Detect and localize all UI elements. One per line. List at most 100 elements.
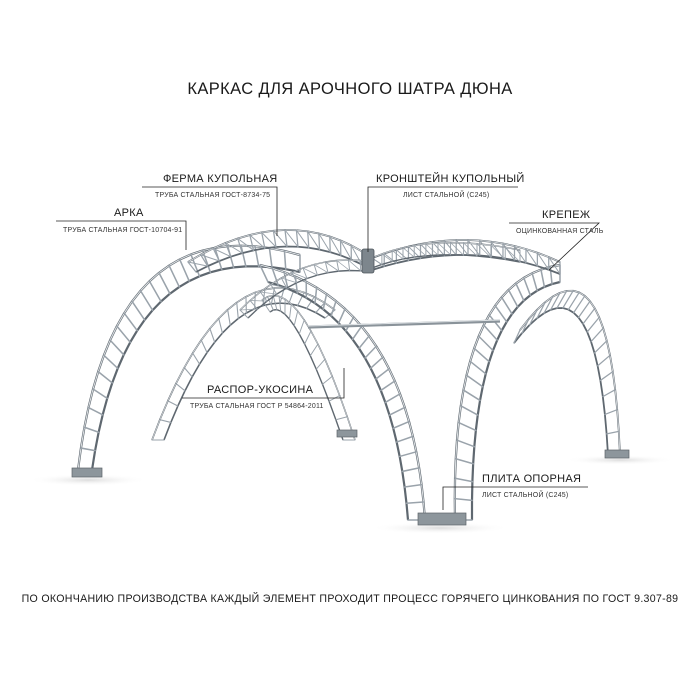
arch-front-left-web [375,368,390,380]
dome-truss-left-web [249,234,255,251]
arch-front-left-web [369,356,384,369]
dome-truss-front-web [270,284,288,289]
back-arch-inner-web [298,319,305,335]
arch-front-right-web [540,268,546,288]
arch-front-right-web [500,296,513,315]
back-arch-left-web [183,367,193,378]
dome-truss-left-web [318,232,321,251]
arch-left-web [139,290,154,312]
dome-truss-left-web [295,229,310,249]
leader-dome-bracket [367,186,518,252]
arch-right-web [536,301,546,319]
dome-truss-left-web [212,247,220,262]
arch-left-web [87,406,104,416]
back-arch-inner-web [288,303,292,320]
arch-front-right-web [494,304,508,323]
diagram-title: КАРКАС ДЛЯ АРОЧНОГО ШАТРА ДЮНА [187,80,513,98]
arch-left-web [268,247,273,269]
dome-truss-front-web [336,260,351,271]
arch-right-web [556,290,568,309]
dome-truss-back-web [425,243,439,256]
dome-truss-right-web [420,243,433,258]
arch-front-left-web [330,300,337,317]
leader-brace [182,368,345,399]
arch-right-web [572,295,586,314]
dome-truss-right-web [502,243,515,261]
arch-left-web [190,253,201,277]
truss-layer [76,229,621,521]
dome-truss-right-web [467,239,481,257]
arch-right-web [521,318,530,334]
dome-truss-right-web [548,256,561,275]
arch-right-web [605,430,620,435]
back-arch-left-web [236,301,239,320]
arch-front-right-web [455,457,474,465]
dome-truss-back-web [504,246,521,263]
dome-truss-front-web [291,272,308,279]
back-arch-inner-web [278,295,282,312]
dome-truss-front-web [324,261,329,274]
dome-truss-left-web [284,229,288,248]
dome-truss-front-web [313,264,318,276]
back-arch-inner-web [304,330,312,345]
back-arch-left-web [297,291,305,307]
arch-front-left-web [259,264,269,283]
arch-front-left-web [401,467,420,473]
back-arch-left-web [200,339,208,354]
arch-front-left-web [395,435,414,443]
arch-left-web [83,426,100,434]
dome-truss-front-web [313,264,329,274]
dome-truss-left-web [200,254,209,267]
arch-right-web [602,389,616,398]
arch-left-web [116,325,131,343]
back-arch-left-web [175,382,186,392]
arch-front-right-web [531,272,538,292]
dome-truss-left-web [295,229,299,248]
dome-truss-front-web [239,309,249,319]
ground-shadow [370,522,510,534]
arch-right-web [590,327,604,343]
arch-right-web [586,316,600,333]
arch-left-web [92,388,108,400]
dome-truss-right-web [525,248,538,267]
arch-front-left-web [405,501,425,504]
dome-truss-left-web [340,239,352,261]
arch-left-web [80,447,96,452]
arch-front-left-web [283,271,289,290]
dome-truss-left-web [187,261,197,273]
arch-right-web [582,307,596,325]
callout-dome-truss-spec: ТРУБА СТАЛЬНАЯ ГОСТ-8734-75 [155,192,271,199]
base-plate [417,512,467,526]
dome-truss-front-web [291,272,298,284]
dome-truss-front-web [347,259,351,271]
leader-dome-truss [142,186,278,236]
arch-right-web [562,290,574,309]
dome-truss-left-web [284,229,299,248]
back-arch-left-web [227,309,231,326]
callout-dome-bracket-spec: ЛИСТ СТАЛЬНОЙ (С245) [403,192,490,199]
callout-arch-name: АРКА [114,207,144,219]
back-arch-inner-web [261,299,271,313]
arch-left-web [283,250,287,270]
callout-brace-name: РАСПОР-УКОСИНА [207,384,314,396]
ground-shadow [565,455,675,465]
base-plate [71,467,103,478]
dome-truss-right-web [536,252,550,271]
dome-truss-left-web [261,231,277,248]
arch-front-left-web [384,393,401,404]
arch-front-right-web [465,374,484,388]
dome-truss-left-web [329,235,331,253]
callout-base-plate-spec: ЛИСТ СТАЛЬНОЙ (С245) [482,492,569,499]
dome-truss-left-web [225,242,243,254]
arch-right-web [596,354,611,367]
dome-truss-front-web [259,291,278,295]
arch-front-right-web [515,282,525,302]
base-plate [604,449,630,459]
callout-fastener-name: КРЕПЕЖ [542,209,591,221]
dome-truss-front-web [249,300,258,310]
leader-base-plate [442,486,588,510]
arch-front-right-web [460,405,479,416]
dome-truss-left-web [224,242,232,258]
